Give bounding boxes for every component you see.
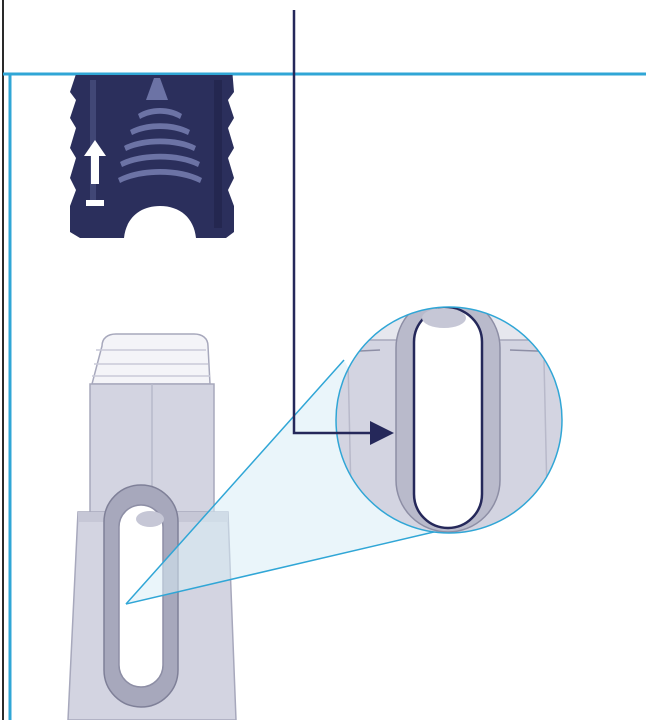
magnified-window: [412, 307, 484, 530]
pen-cap-grip-ridges: [118, 78, 202, 183]
right-arrow-icon: [370, 421, 394, 445]
pen-cap-right-shade: [214, 80, 222, 228]
pen-cap: [70, 75, 234, 238]
minus-mark: [86, 200, 104, 206]
pen-top-cap: [91, 333, 211, 385]
up-arrow-icon: [84, 140, 106, 184]
callout-pointer: [292, 10, 394, 445]
magnifier-outline: [335, 306, 563, 534]
magnifier-circle: [335, 306, 563, 534]
